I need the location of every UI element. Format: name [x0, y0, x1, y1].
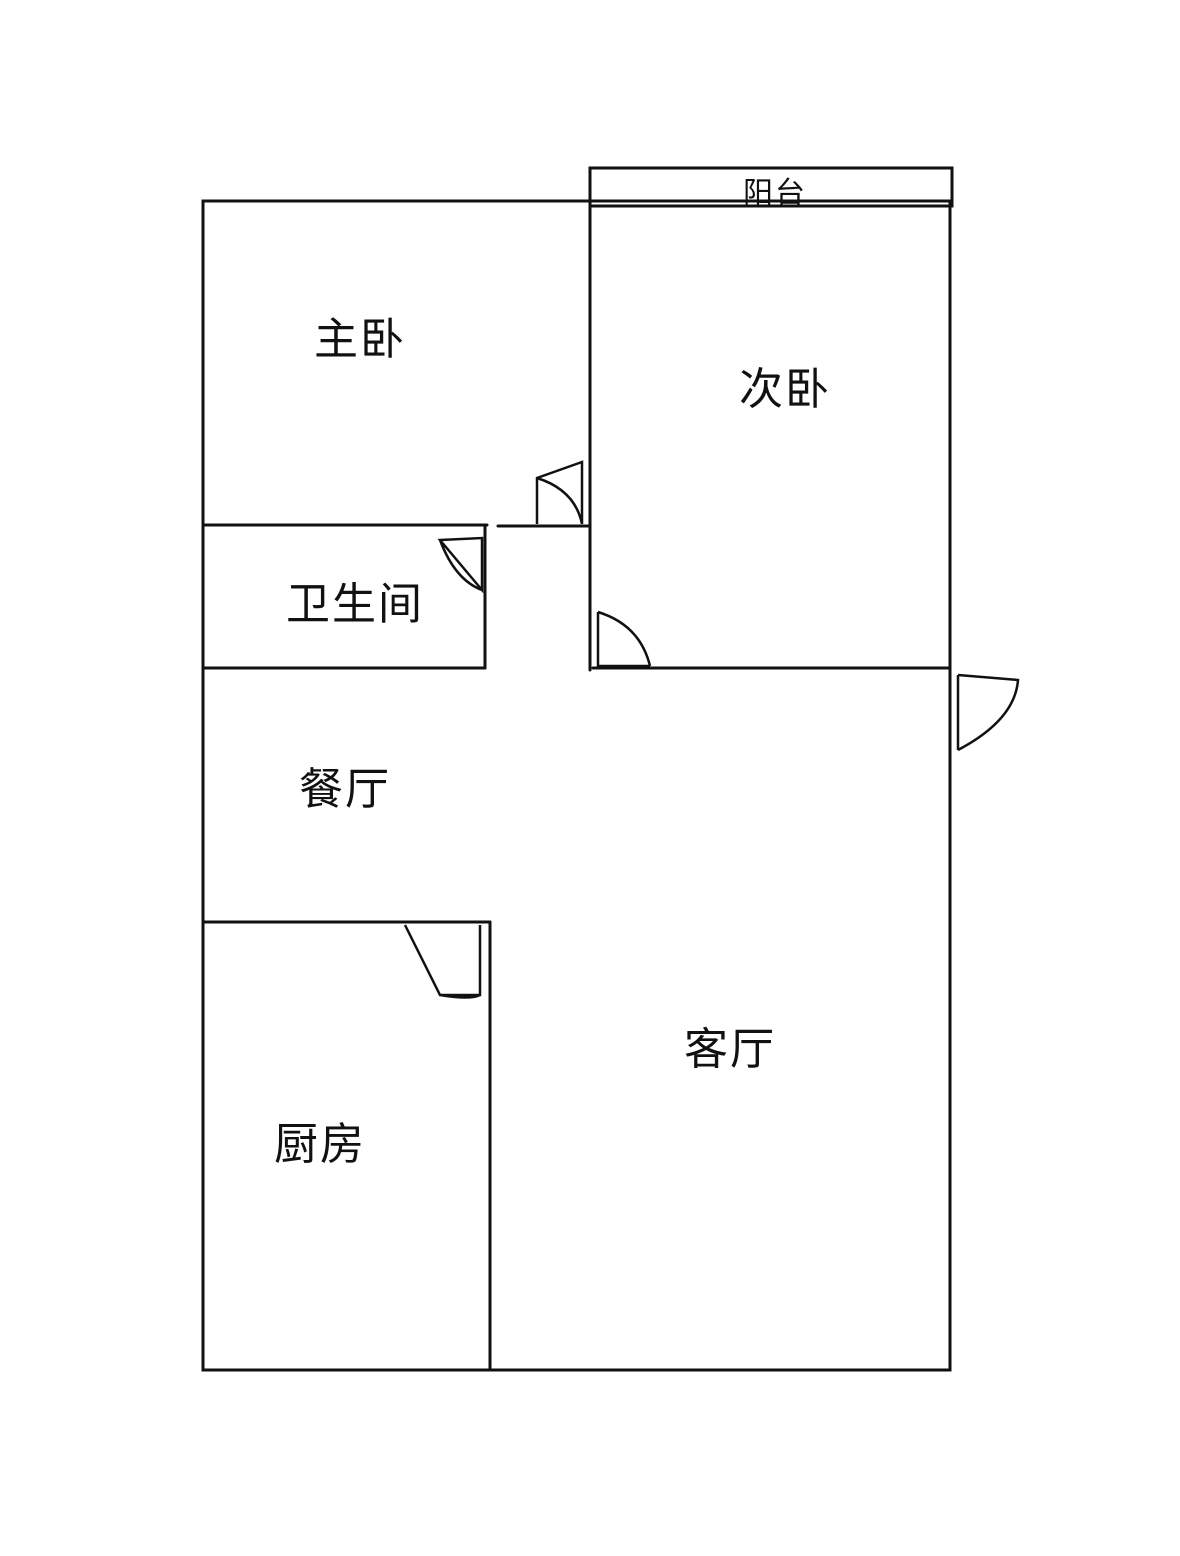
master-bedroom-door-icon — [535, 460, 584, 525]
second-bedroom-label: 次卧 — [739, 364, 831, 415]
bathroom-label: 卫生间 — [286, 579, 424, 630]
balcony-wall — [588, 166, 954, 208]
master-bedroom-label: 主卧 — [314, 314, 406, 365]
entrance-door-icon — [956, 673, 1020, 752]
outer-wall — [201, 199, 952, 1372]
kitchen-door-icon — [403, 924, 482, 999]
dining-room-label: 餐厅 — [299, 764, 391, 815]
doors — [403, 460, 1020, 999]
second-bedroom-door-icon — [596, 610, 652, 668]
living-room-label: 客厅 — [684, 1024, 776, 1075]
kitchen-label: 厨房 — [274, 1119, 366, 1170]
balcony-label: 阳台 — [743, 176, 807, 211]
walls — [201, 166, 954, 1372]
bathroom-door-icon — [437, 536, 484, 594]
